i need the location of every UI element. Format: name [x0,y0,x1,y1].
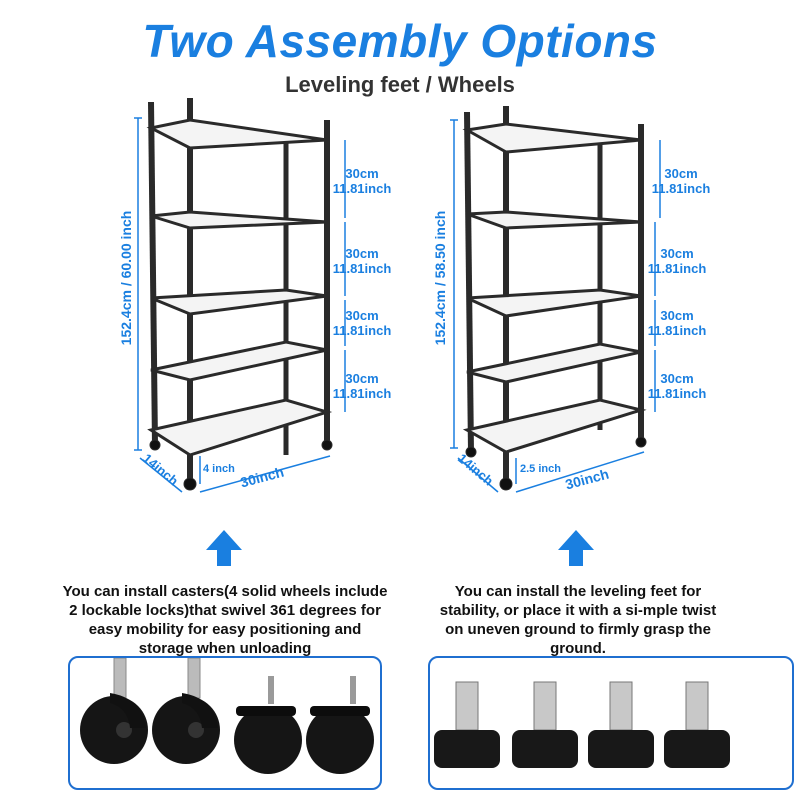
right-foot-label: 2.5 inch [520,463,561,475]
right-spacing-2: 30cm 11.81inch [642,246,712,276]
spacing-inch: 11.81inch [332,181,392,196]
spacing-inch: 11.81inch [647,261,707,276]
spacing-cm: 30cm [345,308,379,323]
leveling-foot-icon [512,681,578,768]
leveling-foot-icon [434,681,500,768]
casters-description: You can install casters(4 solid wheels i… [62,583,388,657]
caster-wheel-icon [152,658,220,764]
spacing-inch: 11.81inch [651,181,711,196]
left-spacing-4: 30cm 11.81inch [330,371,394,401]
spacing-cm: 30cm [660,371,694,386]
spacing-cm: 30cm [660,246,694,261]
spacing-cm: 30cm [345,246,379,261]
arrow-up-icon [204,528,244,568]
caster-wheel-icon [80,658,148,764]
leveling-foot-icon [664,681,730,768]
arrow-up-icon [556,528,596,568]
right-height-label: 152.4cm / 58.50 inch [432,210,448,346]
leveling-feet-photo [428,656,794,790]
spacing-inch: 11.81inch [332,386,392,401]
casters-photo [68,656,382,790]
feet-description: You can install the leveling feet for st… [439,583,717,657]
spacing-inch: 11.81inch [332,261,392,276]
right-spacing-3: 30cm 11.81inch [642,308,712,338]
spacing-cm: 30cm [345,371,379,386]
spacing-inch: 11.81inch [647,323,707,338]
right-spacing-4: 30cm 11.81inch [642,371,712,401]
spacing-inch: 11.81inch [647,386,707,401]
page-subtitle: Leveling feet / Wheels [285,72,515,97]
left-spacing-2: 30cm 11.81inch [330,246,394,276]
caster-wheel-icon [306,676,374,774]
left-spacing-3: 30cm 11.81inch [330,308,394,338]
spacing-inch: 11.81inch [332,323,392,338]
spacing-cm: 30cm [345,166,379,181]
page-title: Two Assembly Options [142,15,658,67]
spacing-cm: 30cm [664,166,698,181]
left-foot-label: 4 inch [203,463,235,475]
right-spacing-1: 30cm 11.81inch [646,166,716,196]
left-spacing-1: 30cm 11.81inch [330,166,394,196]
caster-wheel-icon [234,676,302,774]
spacing-cm: 30cm [660,308,694,323]
leveling-foot-icon [588,681,654,768]
